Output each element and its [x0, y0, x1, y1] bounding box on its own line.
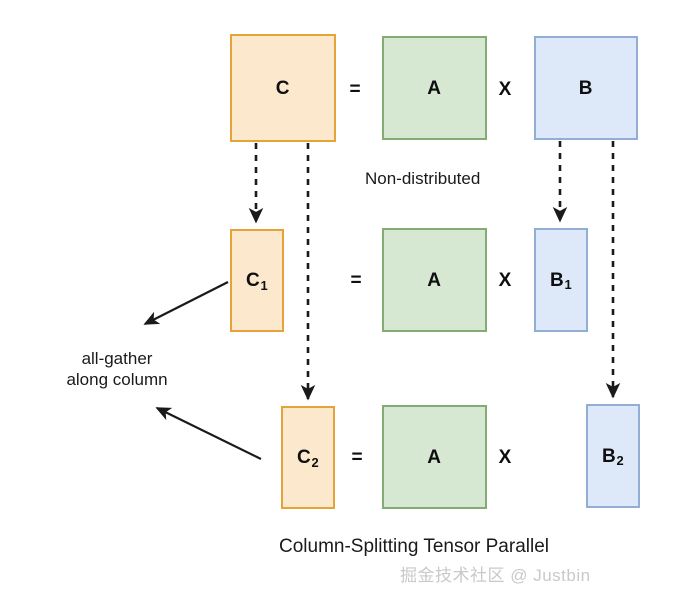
all-gather-caption: all-gather along column	[66, 349, 168, 390]
times-sign-row3: X	[498, 446, 512, 468]
matrix-b-box: B	[534, 36, 638, 140]
times-sign-row1: X	[498, 78, 512, 100]
matrix-b1-box: B1	[534, 228, 588, 332]
times-sign-row2: X	[498, 269, 512, 291]
equals-sign-row3: =	[351, 446, 363, 468]
bottom-title: Column-Splitting Tensor Parallel	[279, 536, 549, 557]
equals-sign-row2: =	[350, 269, 362, 291]
matrix-c2-box: C2	[281, 406, 335, 509]
matrix-c1-box: C1	[230, 229, 284, 332]
matrix-a-label-row2: A	[427, 269, 442, 291]
matrix-a-label-row3: A	[427, 446, 442, 468]
arrow-c1-to-allgather	[143, 281, 229, 325]
matrix-a-box-row3: A	[382, 405, 487, 509]
non-distributed-caption: Non-distributed	[365, 169, 481, 188]
matrix-b2-box: B2	[586, 404, 640, 508]
arrow-c2-to-allgather	[155, 407, 262, 460]
matrix-b-label: B	[578, 77, 593, 99]
matrix-c2-label: C2	[296, 447, 319, 470]
matrix-a-label-row1: A	[427, 77, 442, 99]
matrix-b1-label: B1	[549, 269, 572, 293]
matrix-a-box-row2: A	[382, 228, 487, 332]
matrix-c1-label: C1	[245, 270, 268, 293]
matrix-c-box: C	[230, 34, 336, 142]
matrix-b2-label: B2	[601, 445, 624, 469]
matrix-c-label: C	[275, 77, 290, 99]
watermark: 掘金技术社区 @ Justbin	[400, 566, 591, 585]
equals-sign-row1: =	[349, 78, 361, 100]
matrix-a-box-row1: A	[382, 36, 487, 140]
